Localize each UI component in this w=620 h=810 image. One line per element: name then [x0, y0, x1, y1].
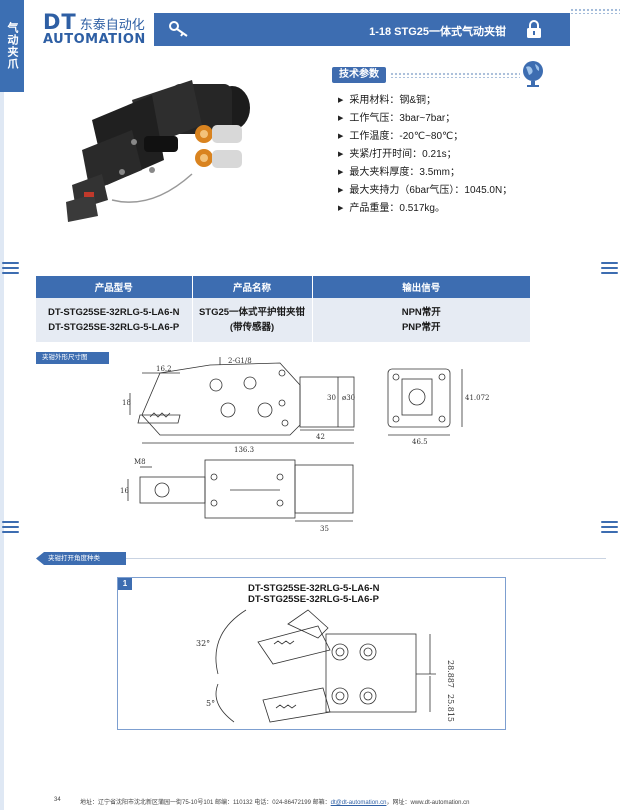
- dim-label: 16: [120, 487, 129, 495]
- title-bar: 1-18 STG25一体式气动夹钳: [154, 13, 570, 46]
- angle-drawing: 32° 5° 28.887 25.815: [196, 609, 455, 723]
- dim-label: 16.2: [156, 365, 172, 373]
- spec-list: ▶采用材料：钢&铜； ▶工作气压：3bar~7bar； ▶工作温度：-20℃~8…: [338, 92, 512, 218]
- menu-icon[interactable]: [601, 521, 618, 534]
- arrow-icon: ▶: [338, 187, 344, 194]
- divider: [126, 558, 606, 559]
- output-cell: NPN常开 PNP常开: [312, 298, 530, 342]
- dim-label: 2-G1/8: [228, 357, 252, 365]
- model-cell: DT-STG25SE-32RLG-5-LA6-N DT-STG25SE-32RL…: [36, 298, 193, 342]
- logo-cn: 东泰自动化: [79, 17, 145, 32]
- menu-icon[interactable]: [2, 521, 19, 534]
- company-logo: DT 东泰自动化 AUTOMATION: [43, 10, 146, 47]
- opening-angle-box: 1 DT-STG25SE-32RLG-5-LA6-N DT-STG25SE-32…: [117, 577, 506, 730]
- page-title: 1-18 STG25一体式气动夹钳: [369, 26, 506, 38]
- spec-item: ▶采用材料：钢&铜；: [338, 92, 512, 110]
- dim-label: 35: [320, 525, 329, 533]
- key-icon: [169, 21, 188, 37]
- column-header: 产品名称: [192, 276, 313, 298]
- box-models: DT-STG25SE-32RLG-5-LA6-N DT-STG25SE-32RL…: [248, 583, 380, 605]
- product-photo: [66, 80, 250, 222]
- table-header-row: 产品型号 产品名称 输出信号: [36, 276, 530, 298]
- footer-info: 地址：辽宁省沈阳市沈北新区蒲园一街75-10号101 邮编：110132 电话：…: [80, 800, 470, 806]
- dim-label: ø30: [342, 394, 355, 402]
- decorative-dots: [390, 72, 520, 78]
- box-number: 1: [118, 578, 132, 590]
- spec-item: ▶产品重量：0.517kg。: [338, 200, 512, 218]
- arrow-icon: ▶: [338, 115, 344, 122]
- logo-brand: DT: [43, 10, 77, 34]
- drawing-label: 夹钳外形尺寸图: [36, 352, 109, 364]
- website-text: ，网址：www.dt-automation.cn: [386, 800, 470, 806]
- dimension-drawing: 2-G1/8 16.2 18 136.3 30 ø30 42 41.072 46…: [120, 357, 490, 533]
- angle-label: 5°: [206, 699, 215, 708]
- dim-label: 42: [316, 433, 325, 441]
- logo-en: AUTOMATION: [43, 32, 146, 47]
- dim-label: 46.5: [412, 438, 428, 446]
- spec-item: ▶最大夹持力（6bar气压）：1045.0N；: [338, 182, 512, 200]
- arrow-icon: ▶: [338, 151, 344, 158]
- side-category-tab: 气动夹爪: [0, 0, 24, 92]
- menu-icon[interactable]: [601, 262, 618, 275]
- arrow-icon: ▶: [338, 97, 344, 104]
- product-table: 产品型号 产品名称 输出信号 DT-STG25SE-32RLG-5-LA6-N …: [36, 276, 530, 342]
- decorative-dots: [570, 8, 620, 14]
- product-name-cell: STG25一体式平护钳夹钳 (带传感器): [192, 298, 313, 342]
- dim-label: 136.3: [234, 446, 254, 454]
- arrow-icon: ▶: [338, 133, 344, 140]
- table-row: DT-STG25SE-32RLG-5-LA6-N DT-STG25SE-32RL…: [36, 298, 530, 342]
- spec-item: ▶夹紧/打开时间：0.21s；: [338, 146, 512, 164]
- dim-label: 41.072: [465, 394, 490, 402]
- arrow-icon: ▶: [338, 169, 344, 176]
- spec-header: 技术参数: [332, 67, 522, 83]
- column-header: 产品型号: [36, 276, 193, 298]
- menu-icon[interactable]: [2, 262, 19, 275]
- globe-icon: [523, 61, 543, 87]
- dim-label: 28.887: [446, 660, 455, 688]
- section-label: 夹钳打开角度种类: [36, 552, 126, 565]
- arrow-icon: ▶: [338, 205, 344, 212]
- page-number: 34: [54, 797, 61, 803]
- dim-label: 30: [327, 394, 336, 402]
- dim-label: 18: [122, 399, 131, 407]
- side-strip: [0, 92, 4, 810]
- spec-item: ▶工作气压：3bar~7bar；: [338, 110, 512, 128]
- email-link[interactable]: dt@dt-automation.cn: [330, 800, 387, 806]
- spec-item: ▶工作温度：-20℃~80℃；: [338, 128, 512, 146]
- lock-icon: [527, 20, 541, 38]
- spec-label: 技术参数: [332, 67, 386, 83]
- spec-item: ▶最大夹料厚度：3.5mm；: [338, 164, 512, 182]
- dim-label: M8: [134, 458, 146, 466]
- dim-label: 25.815: [446, 694, 455, 722]
- column-header: 输出信号: [312, 276, 530, 298]
- angle-label: 32°: [196, 639, 210, 648]
